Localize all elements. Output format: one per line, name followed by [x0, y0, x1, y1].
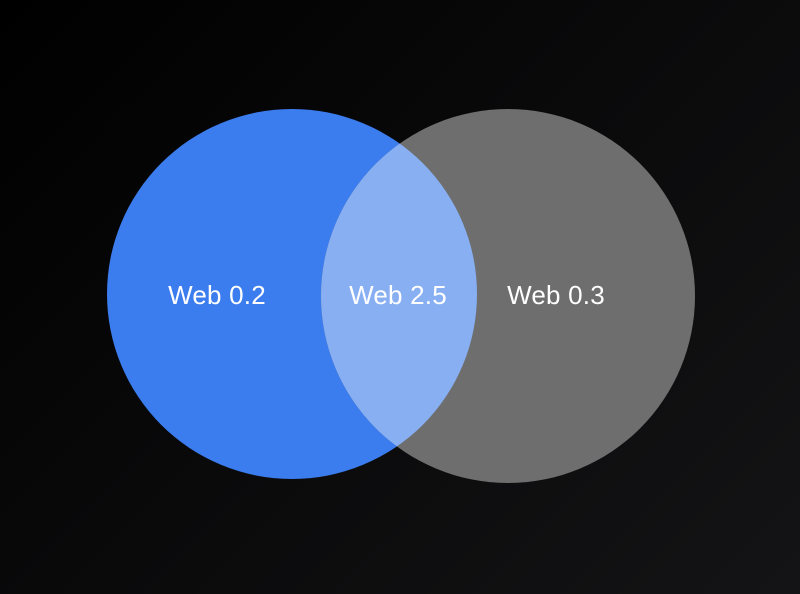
venn-intersection-group — [321, 109, 695, 483]
venn-intersection-lens[interactable] — [321, 109, 695, 483]
